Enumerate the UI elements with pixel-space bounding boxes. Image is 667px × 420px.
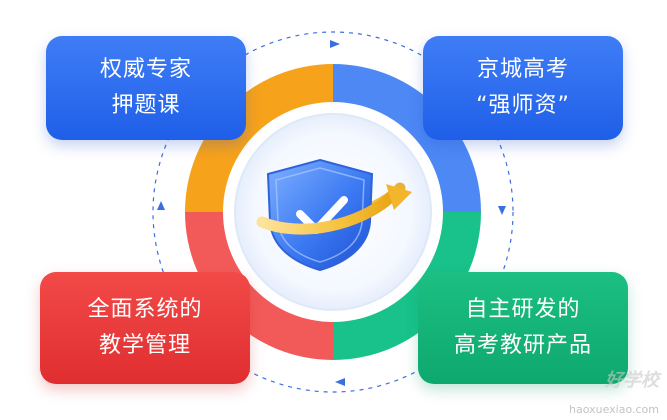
card-tr-line1: 京城高考 <box>476 57 569 82</box>
watermark-logo: 好学校 <box>605 370 659 391</box>
card-br-line1: 自主研发的 <box>465 297 581 322</box>
card-bl-line2: 教学管理 <box>98 333 191 358</box>
arrow-bottom-icon <box>335 378 345 386</box>
arrow-top-icon <box>330 40 340 48</box>
card-br-line2: 高考教研产品 <box>453 333 592 358</box>
card-research-products: 自主研发的 高考教研产品 <box>418 272 628 384</box>
card-expert-exam-course: 权威专家 押题课 <box>46 36 246 140</box>
arrow-left-icon <box>157 201 165 210</box>
card-tr-line2: “强师资” <box>476 93 570 118</box>
card-bl-line1: 全面系统的 <box>87 297 203 322</box>
card-strong-teachers: 京城高考 “强师资” <box>423 36 623 140</box>
arrow-right-icon <box>498 206 506 215</box>
card-tl-line1: 权威专家 <box>99 57 192 82</box>
card-tl-line2: 押题课 <box>111 93 181 118</box>
watermark-url: haoxuexiao.com <box>569 403 659 416</box>
orbit-dashed-circle <box>152 31 514 393</box>
shield-check-icon <box>256 158 412 272</box>
card-teaching-management: 全面系统的 教学管理 <box>40 272 250 384</box>
